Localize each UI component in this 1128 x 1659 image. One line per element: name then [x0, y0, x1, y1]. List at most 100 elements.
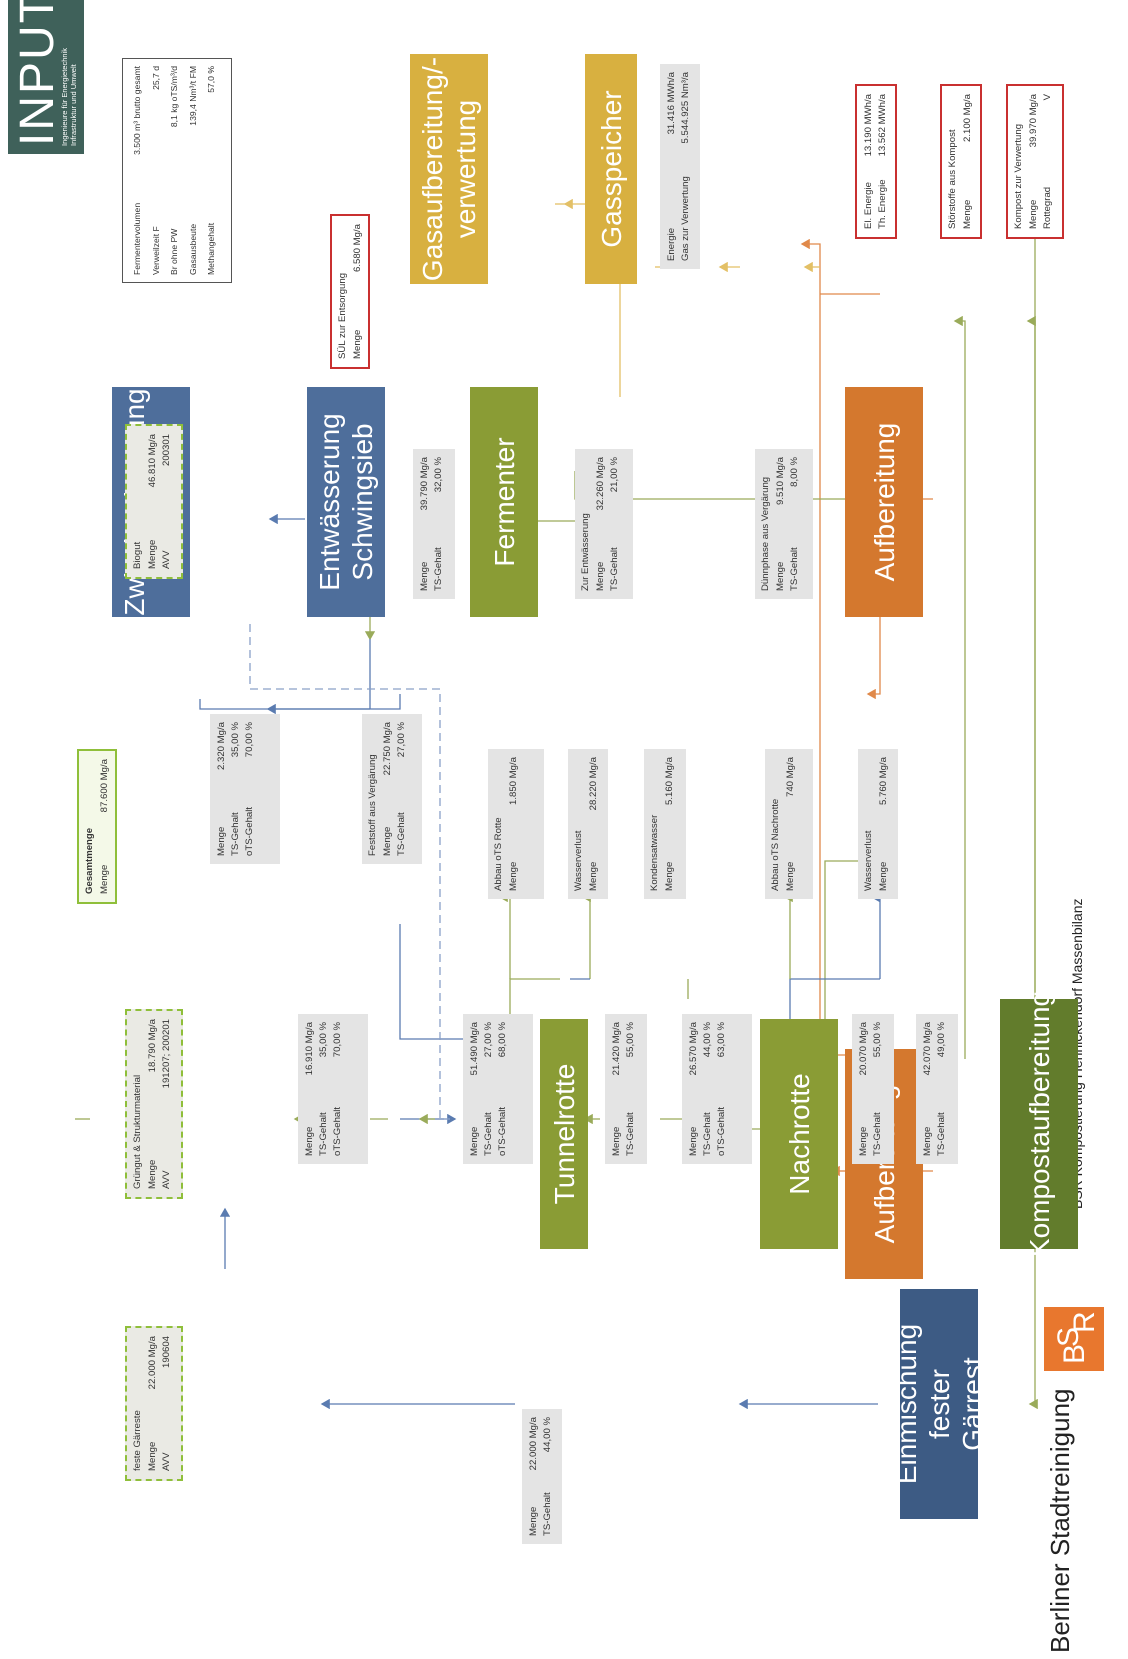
box-title: Dünnphase aus Vergärung — [760, 476, 771, 591]
row-value: 70,00 % — [244, 722, 255, 758]
row-label: Menge — [147, 539, 158, 569]
row-label: Menge — [508, 861, 519, 891]
param-value: 57,0 % — [206, 66, 216, 93]
box-title: feste Gärreste — [132, 1410, 143, 1471]
row-value: 51.490 Mg/a — [469, 1022, 480, 1076]
row-label: TS-Gehalt — [230, 812, 241, 856]
row-value: 55,00 % — [872, 1022, 883, 1058]
row-value: 35,00 % — [230, 722, 241, 758]
row-label: Menge — [858, 1126, 869, 1156]
row-value: 32,00 % — [433, 457, 444, 493]
param-label: Fermentervolumen — [132, 202, 142, 275]
box-title: Gesamtmenge — [84, 827, 95, 894]
row-value: 2.100 Mg/a — [962, 94, 973, 143]
row-label: Menge — [147, 1441, 158, 1471]
row-label: El. Energie — [863, 182, 874, 229]
row-label: Menge — [304, 1126, 315, 1156]
row-label: oTS-Gehalt — [716, 1106, 727, 1156]
row-value: 18.790 Mg/a — [147, 1019, 158, 1073]
logo-letter: R — [1068, 1311, 1101, 1333]
row-value: 39.970 Mg/a — [1028, 94, 1039, 148]
row-value: 39.790 Mg/a — [419, 457, 430, 511]
logo-text: INPUT — [11, 0, 64, 146]
row-value: 27,00 % — [483, 1022, 494, 1058]
row-value: 6.580 Mg/a — [352, 224, 363, 273]
row-label: Th. Energie — [877, 179, 888, 229]
box-row: El. Energie 13.190 MWh/a — [862, 94, 876, 229]
row-label: Menge — [216, 826, 227, 856]
row-value: 2.320 Mg/a — [216, 722, 227, 771]
row-label: Energie — [666, 227, 677, 261]
row-value: 22.000 Mg/a — [528, 1417, 539, 1471]
row-label: Menge — [664, 861, 675, 891]
param-label: Verweilzeit F — [150, 226, 161, 275]
bsr-logo: B S R — [1044, 1307, 1104, 1371]
row-value: 68,00 % — [497, 1022, 508, 1058]
box-title: Kompost zur Verwertung — [1013, 123, 1024, 229]
row-label: TS-Gehalt — [433, 547, 444, 591]
row-value: 26.570 Mg/a — [688, 1022, 699, 1076]
process-gasspeicher: Gasspeicher — [585, 54, 637, 284]
row-value: V — [1042, 94, 1053, 101]
row-label: Menge — [1028, 199, 1039, 229]
box-row: TS-Gehalt 8,00 % — [788, 457, 802, 591]
row-label: TS-Gehalt — [789, 547, 800, 591]
row-value: 13.190 MWh/a — [863, 94, 874, 157]
row-value: 22.000 Mg/a — [147, 1336, 158, 1390]
row-value: 5.160 Mg/a — [664, 757, 675, 806]
row-value: 27,00 % — [396, 722, 407, 758]
row-value: 63,00 % — [716, 1022, 727, 1058]
box-title: Störstoffe aus Kompost — [947, 129, 958, 229]
row-value: 9.510 Mg/a — [775, 457, 786, 506]
process-nachrotte: Nachrotte — [760, 1019, 838, 1249]
process-kompostaufbereitung: Kompostaufbereitung — [1000, 991, 1078, 1257]
row-label: TS-Gehalt — [483, 1112, 494, 1156]
row-value: 21.420 Mg/a — [611, 1022, 622, 1076]
row-label: TS-Gehalt — [542, 1492, 553, 1536]
row-value: 8,00 % — [789, 457, 800, 487]
row-label: Menge — [962, 199, 973, 229]
row-label: Menge — [147, 1159, 158, 1189]
box-title: Zur Entwässerung — [580, 513, 591, 591]
box-row: Menge 5.160 Mg/a — [663, 757, 677, 891]
box-title: Wasserverlust — [573, 830, 584, 891]
param-value: 25,7 d — [150, 66, 161, 90]
row-label: TS-Gehalt — [702, 1112, 713, 1156]
